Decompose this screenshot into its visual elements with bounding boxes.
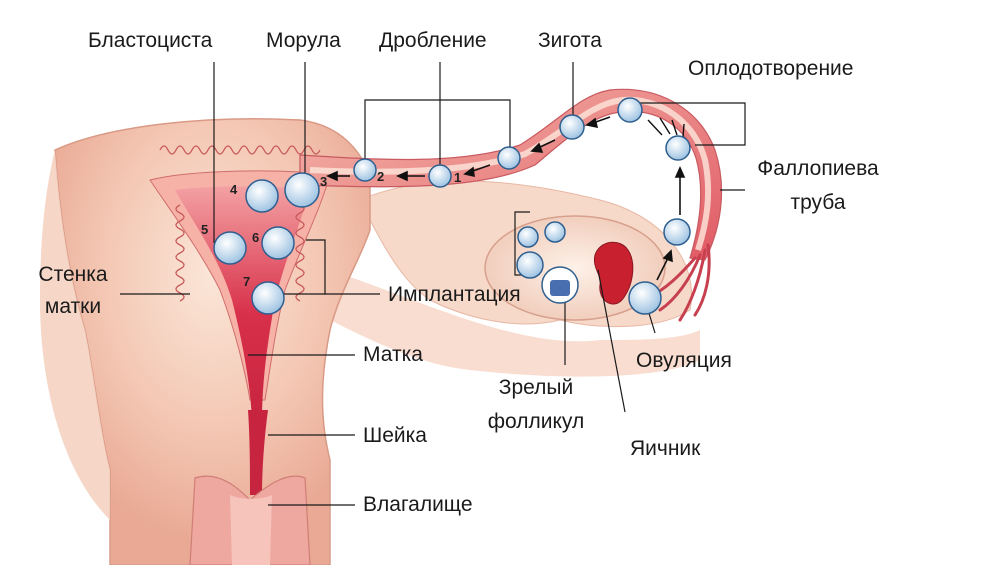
label-ovary: Яичник (630, 437, 701, 460)
vaginal-canal (230, 495, 272, 565)
outer-tissue-right (330, 270, 700, 377)
stage-number-4: 4 (230, 182, 238, 197)
four-cell-stage (428, 164, 452, 188)
label-cervix: Шейка (363, 424, 427, 447)
implanting-blastocyst (251, 281, 285, 315)
morula-cell (284, 172, 320, 208)
eight-cell-stage (353, 158, 377, 182)
zygote-cell (559, 114, 585, 140)
hatching-blastocyst (261, 226, 295, 260)
sperm-arrows (647, 117, 685, 138)
stage-number-1: 1 (454, 170, 461, 185)
label-morula: Морула (266, 29, 341, 52)
early-blastocyst (245, 179, 279, 213)
ovulated-egg (628, 281, 662, 315)
fertilization-egg (617, 97, 643, 123)
fallopian-tube (299, 88, 723, 261)
tube-egg (663, 218, 691, 246)
label-implantation: Имплантация (388, 283, 521, 306)
stage-number-5: 5 (201, 222, 208, 237)
label-mature-follicle: Зрелый фолликул (470, 375, 602, 436)
label-fertilization: Оплодотворение (688, 57, 854, 80)
stage-number-6: 6 (252, 230, 259, 245)
fertilized-egg (665, 135, 691, 161)
label-uterine-wall: Стенка матки (28, 262, 118, 321)
follicle-1 (517, 226, 539, 248)
blastocyst-cell (213, 231, 247, 265)
label-fallopian-tube-line1: Фаллопиева (757, 157, 879, 180)
label-mature-follicle-line2: фолликул (487, 410, 585, 434)
label-zygote: Зигота (538, 29, 602, 52)
label-blastocyst: Бластоциста (88, 29, 213, 52)
label-uterus: Матка (363, 343, 423, 366)
label-uterine-wall-line2: матки (44, 295, 102, 319)
endometrial-glands (159, 145, 321, 302)
label-uterine-wall-line1: Стенка (38, 263, 108, 286)
label-vagina: Влагалище (363, 493, 473, 516)
label-mature-follicle-line1: Зрелый (498, 376, 574, 399)
migration-arrows (326, 116, 686, 281)
left-tissue (40, 150, 110, 520)
mature-follicle-core (550, 280, 570, 296)
stage-number-2: 2 (377, 169, 384, 184)
follicle-2 (544, 221, 566, 243)
follicle-3 (516, 251, 544, 279)
cervical-canal (248, 410, 268, 495)
stage-number-3: 3 (320, 174, 327, 189)
stage-number-7: 7 (243, 274, 250, 289)
label-fallopian-tube: Фаллопиева труба (748, 156, 888, 217)
two-cell-stage (497, 146, 521, 170)
label-cleavage: Дробление (379, 29, 487, 52)
label-ovulation: Овуляция (636, 349, 732, 372)
label-fallopian-tube-line2: труба (790, 191, 846, 215)
